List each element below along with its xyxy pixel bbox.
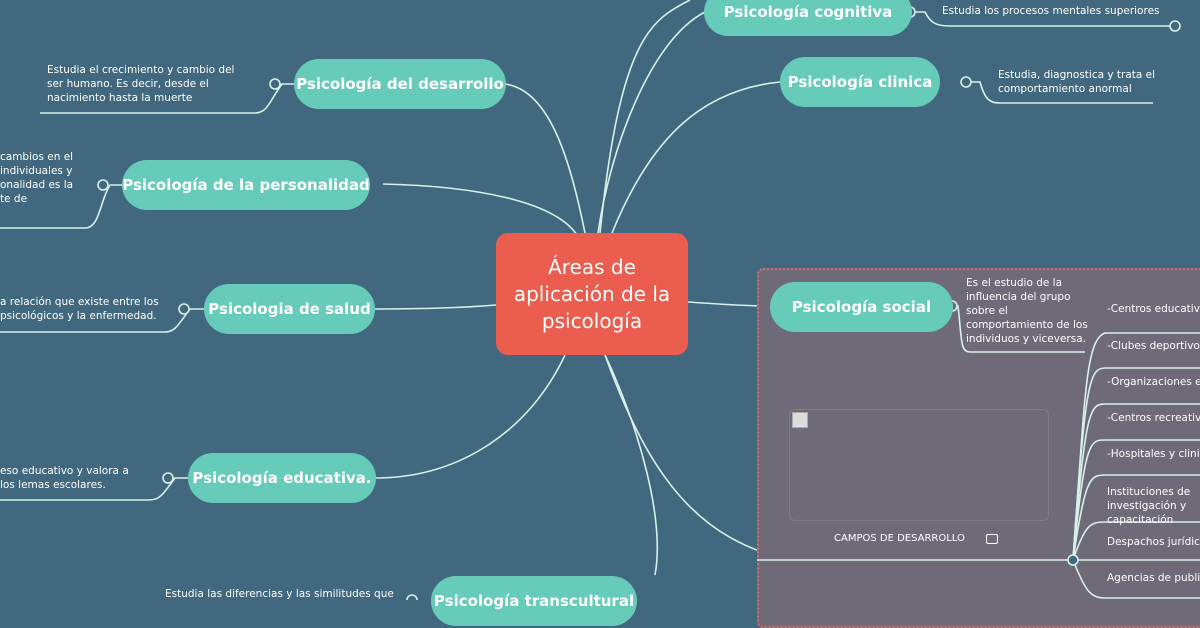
- desc-cognitiva: Estudia los procesos mentales superiores: [942, 5, 1160, 17]
- desc-clinica: Estudia, diagnostica y trata el comporta…: [998, 69, 1156, 95]
- desc-educativa: eso educativo y valora a los lemas escol…: [0, 465, 129, 491]
- node-psicologia-transcultural[interactable]: Psicología transcultural: [431, 576, 637, 626]
- field-item[interactable]: -Organizaciones en: [1107, 376, 1200, 388]
- field-item[interactable]: -Centros recreativos: [1107, 412, 1200, 424]
- desc-social: Es el estudio de la influencia del grupo…: [966, 277, 1088, 345]
- field-item[interactable]: Instituciones de investigación y capacit…: [1107, 486, 1191, 526]
- central-topic[interactable]: Áreas de aplicación de la psicología: [496, 233, 688, 355]
- desc-transcultural: Estudia las diferencias y las similitude…: [165, 588, 394, 600]
- node-psicologia-clinica[interactable]: Psicología clinica: [780, 57, 940, 107]
- field-item[interactable]: Despachos jurídicos: [1107, 536, 1200, 548]
- field-item[interactable]: -Clubes deportivos: [1107, 340, 1200, 352]
- node-psicologia-social[interactable]: Psicología social: [770, 282, 953, 332]
- desc-desarrollo: Estudia el crecimiento y cambio del ser …: [47, 64, 235, 104]
- node-psicologia-cognitiva[interactable]: Psicología cognitiva: [704, 0, 912, 36]
- broken-image-icon: [792, 412, 808, 428]
- field-item[interactable]: Agencias de publicidad: [1107, 572, 1200, 584]
- node-psicologia-salud[interactable]: Psicologia de salud: [204, 284, 375, 334]
- node-psicologia-desarrollo[interactable]: Psicología del desarrollo: [294, 59, 506, 109]
- desc-personalidad: cambios en el individuales y onalidad es…: [0, 151, 74, 205]
- image-icon[interactable]: [986, 534, 998, 544]
- image-caption: CAMPOS DE DESARROLLO: [834, 533, 965, 544]
- field-item[interactable]: -Centros educativos: [1107, 303, 1200, 315]
- central-topic-label: Áreas de aplicación de la psicología: [513, 254, 671, 333]
- social-connector-lines: [757, 300, 1200, 599]
- desc-salud: a relación que existe entre los psicológ…: [0, 296, 159, 322]
- node-psicologia-personalidad[interactable]: Psicología de la personalidad: [122, 160, 370, 210]
- node-psicologia-educativa[interactable]: Psicología educativa.: [188, 453, 376, 503]
- image-placeholder: [789, 409, 1049, 521]
- field-item[interactable]: -Hospitales y clinicas: [1107, 448, 1200, 460]
